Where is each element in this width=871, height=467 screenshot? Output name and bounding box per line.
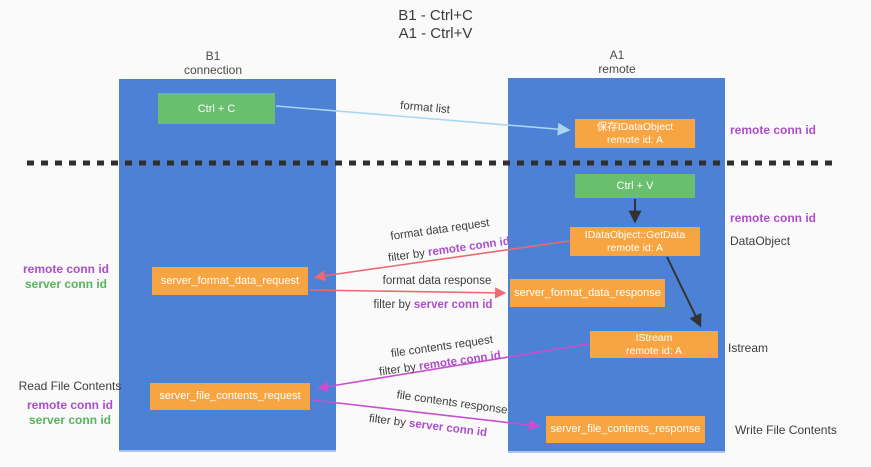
node-ctrl-c-label: Ctrl + C xyxy=(197,102,236,115)
node-server-format-data-request-label: server_format_data_request xyxy=(160,274,300,287)
label-remote-conn-id-left2: remote conn id xyxy=(26,398,113,412)
label-istream: Istream xyxy=(728,341,769,355)
node-server-file-contents-response: server_file_contents_response xyxy=(546,416,705,443)
node-getdata-line1: IDataObject::GetData xyxy=(584,228,686,241)
label-remote-conn-id-top: remote conn id xyxy=(730,123,817,137)
arrow-format-list xyxy=(275,105,571,136)
label-remote-conn-id-mid: remote conn id xyxy=(730,211,817,225)
left-lane-name: B1 xyxy=(205,49,221,63)
label-dataobject: DataObject xyxy=(730,234,791,248)
left-lane-header: B1 connection xyxy=(153,49,273,77)
node-ctrl-v-label: Ctrl + V xyxy=(616,180,654,192)
arrow-label-format-data-response: format data response xyxy=(382,275,492,287)
node-istream-line1: IStream xyxy=(635,331,673,344)
filter-server-conn-id-1: server conn id xyxy=(413,299,493,311)
node-server-format-data-response: server_format_data_response xyxy=(510,279,665,307)
arrow-format-data-response xyxy=(309,287,507,299)
filter-by-prefix-2: filter by xyxy=(373,299,414,311)
label-read-file-contents: Read File Contents xyxy=(18,379,122,393)
arrow-getdata-to-istream xyxy=(666,256,702,328)
diagram-title: B1 - Ctrl+C A1 - Ctrl+V xyxy=(0,7,871,43)
node-server-file-contents-request: server_file_contents_request xyxy=(150,383,310,410)
right-lane-role: remote xyxy=(598,62,636,76)
node-save-dataobject-line2: remote id: A xyxy=(606,133,664,146)
node-server-format-data-response-label: server_format_data_response xyxy=(514,286,661,299)
node-server-format-data-request: server_format_data_request xyxy=(152,267,308,295)
node-save-dataobject: 保存IDataObject remote id: A xyxy=(575,119,695,148)
node-save-dataobject-line1: 保存IDataObject xyxy=(596,120,674,133)
node-server-file-contents-response-label: server_file_contents_response xyxy=(550,423,701,435)
arrow-file-contents-request xyxy=(316,343,589,393)
node-istream: IStream remote id: A xyxy=(590,331,718,358)
arrow-format-data-request xyxy=(313,240,570,282)
node-getdata-line2: remote id: A xyxy=(606,241,664,254)
node-ctrl-v: Ctrl + V xyxy=(575,174,695,198)
node-istream-line2: remote id: A xyxy=(625,344,683,357)
node-server-file-contents-request-label: server_file_contents_request xyxy=(159,390,301,402)
label-remote-conn-id-left1: remote conn id xyxy=(22,262,109,276)
node-ctrl-c: Ctrl + C xyxy=(158,93,275,124)
node-getdata: IDataObject::GetData remote id: A xyxy=(570,227,700,256)
title-line-1: B1 - Ctrl+C xyxy=(398,7,473,24)
label-write-file-contents: Write File Contents xyxy=(735,423,837,437)
left-lane-role: connection xyxy=(183,63,243,77)
right-lane-name: A1 xyxy=(609,48,625,62)
label-server-conn-id-left1: server conn id xyxy=(24,277,108,291)
label-server-conn-id-left2: server conn id xyxy=(28,413,112,427)
right-lane-header: A1 remote xyxy=(557,48,677,76)
title-line-2: A1 - Ctrl+V xyxy=(398,25,473,42)
arrow-file-contents-response xyxy=(311,399,541,431)
arrow-label-filter-server-1: filter by server conn id xyxy=(374,299,493,311)
left-read-file-block: Read File Contents remote conn id server… xyxy=(0,379,140,428)
left-conn-id-block: remote conn id server conn id xyxy=(0,262,132,292)
